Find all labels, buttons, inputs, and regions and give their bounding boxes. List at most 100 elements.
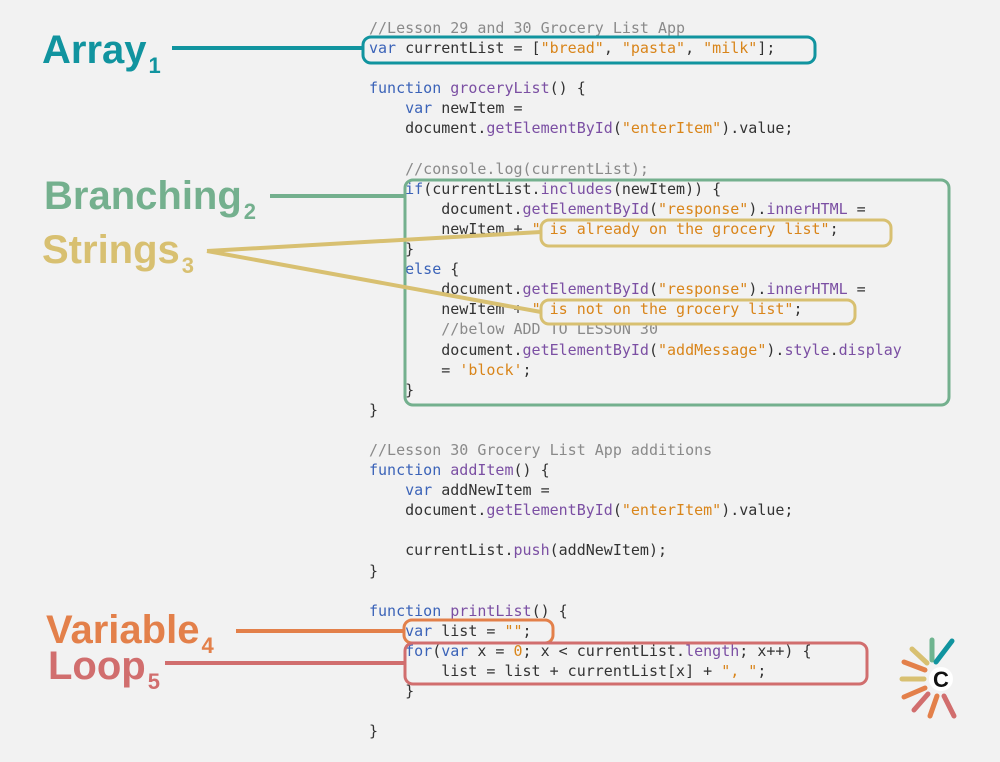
code-token: "addMessage"	[658, 340, 767, 359]
code-line: function addItem() {	[369, 460, 902, 480]
code-token: newItem =	[441, 99, 523, 118]
code-line: //Lesson 29 and 30 Grocery List App	[369, 18, 902, 38]
code-token: .	[829, 340, 839, 359]
code-token: list = list + currentList[x] +	[369, 662, 722, 680]
code-token: var	[441, 641, 478, 660]
strings-connector-2	[206, 249, 542, 314]
code-token: }	[369, 380, 415, 399]
code-line: function groceryList() {	[369, 78, 902, 98]
array-highlight-box	[361, 35, 817, 65]
loop-highlight-box	[403, 641, 869, 686]
code-token: }	[369, 400, 379, 419]
code-line: if(currentList.includes(newItem)) {	[369, 179, 902, 199]
code-token: ).	[748, 199, 767, 218]
code-line: = 'block';	[369, 360, 902, 380]
code-token: ).value;	[721, 501, 794, 520]
code-token: innerHTML	[766, 199, 848, 218]
code-token: document.	[369, 199, 523, 218]
code-token: ""	[504, 621, 523, 640]
code-token: 'block'	[459, 360, 523, 379]
code-token: function	[369, 461, 451, 480]
code-token: (	[648, 199, 658, 218]
code-line: }	[369, 561, 902, 581]
code-token: else	[405, 260, 442, 279]
code-token: style	[784, 340, 830, 359]
code-line: //console.log(currentList);	[369, 159, 902, 179]
code-line: var currentList = ["bread", "pasta", "mi…	[369, 38, 902, 58]
code-line: }	[369, 681, 902, 701]
label-loop-index: 5	[147, 669, 160, 694]
code-token: =	[847, 280, 866, 299]
code-token: ;	[793, 300, 803, 319]
code-token: (	[612, 501, 622, 520]
code-token: =	[847, 199, 866, 218]
branching-highlight-box	[403, 178, 951, 407]
code-token: document.	[369, 280, 523, 299]
code-token: () {	[549, 79, 586, 98]
code-line: //Lesson 30 Grocery List App additions	[369, 440, 902, 460]
code-token: }	[369, 240, 415, 259]
code-line: list = list + currentList[x] + ", ";	[369, 661, 902, 681]
code-token: ,	[685, 39, 704, 58]
code-token: innerHTML	[766, 280, 848, 299]
code-token: //Lesson 30 Grocery List App additions	[369, 440, 713, 459]
label-array-index: 1	[148, 53, 161, 78]
label-strings: Strings3	[42, 230, 194, 286]
code-token: }	[369, 722, 379, 741]
code-token: {	[441, 260, 460, 279]
code-line: var newItem =	[369, 98, 902, 118]
code-token: (	[612, 119, 622, 138]
code-line: for(var x = 0; x < currentList.length; x…	[369, 641, 902, 661]
code-token: ", "	[721, 662, 758, 680]
strings-connector-1	[206, 230, 542, 253]
code-token: }	[369, 682, 415, 701]
code-token: if	[405, 179, 424, 198]
code-token: ];	[757, 39, 776, 58]
code-token: list =	[441, 621, 505, 640]
code-line: }	[369, 721, 902, 741]
logo-letter: C	[933, 667, 949, 692]
code-token: //Lesson 29 and 30 Grocery List App	[369, 19, 686, 37]
label-array-text: Array	[42, 28, 147, 72]
code-token: " is already on the grocery list"	[531, 219, 830, 238]
code-token: getElementById	[522, 199, 649, 218]
code-line: document.getElementById("enterItem").val…	[369, 500, 902, 520]
code-token: currentList = [	[405, 39, 541, 58]
code-line: currentList.push(addNewItem);	[369, 540, 902, 560]
label-strings-index: 3	[181, 253, 195, 278]
code-token: (	[648, 280, 658, 299]
code-token: var	[405, 481, 442, 500]
code-token: document.	[369, 501, 487, 520]
label-variable-text: Variable	[46, 608, 200, 652]
code-line: }	[369, 239, 902, 259]
code-token: currentList.	[369, 541, 514, 560]
code-line: }	[369, 380, 902, 400]
code-line: function printList() {	[369, 601, 902, 621]
strings-highlight-box-1	[539, 218, 893, 248]
code-token: ;	[522, 360, 532, 379]
variable-highlight-box	[402, 618, 555, 645]
code-token: "pasta"	[621, 39, 686, 58]
code-token: function	[369, 601, 451, 620]
code-token: ;	[757, 662, 767, 680]
strings-highlight-box-2	[539, 298, 857, 326]
code-line: }	[369, 400, 902, 420]
label-variable-index: 4	[201, 633, 214, 658]
code-token: //console.log(currentList);	[405, 159, 649, 178]
code-token: for	[405, 641, 433, 660]
code-token: () {	[513, 461, 550, 480]
code-token: groceryList	[450, 79, 550, 98]
code-token: printList	[450, 601, 532, 620]
code-token: "enterItem"	[621, 119, 722, 138]
code-line: var list = "";	[369, 621, 902, 641]
label-branching-text: Branching	[44, 174, 242, 218]
label-branching-index: 2	[243, 199, 257, 224]
code-token: getElementById	[522, 340, 649, 359]
label-branching: Branching2	[44, 176, 256, 232]
code-token: (currentList.	[423, 179, 541, 198]
code-token: "enterItem"	[621, 501, 722, 520]
vc-logo-icon: C	[899, 637, 957, 719]
code-token: (addNewItem);	[549, 541, 668, 560]
